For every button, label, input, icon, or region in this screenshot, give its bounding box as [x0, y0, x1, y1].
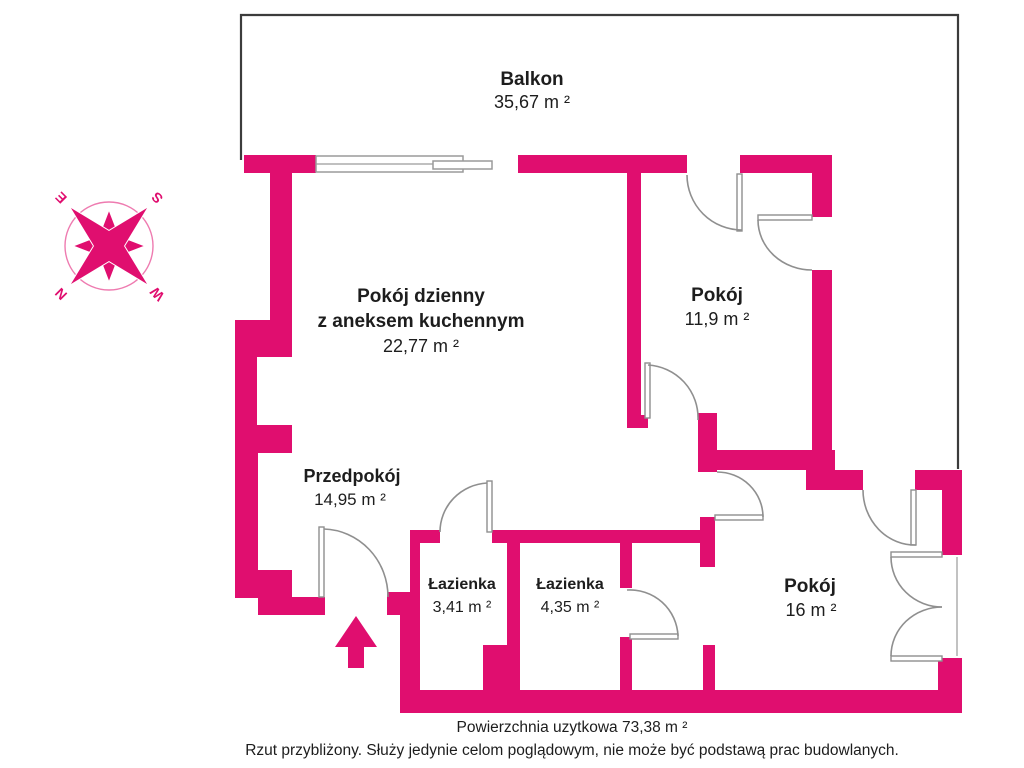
wall-segment	[483, 645, 507, 690]
wall-segment	[492, 530, 710, 543]
wall-segment	[942, 490, 962, 555]
wall-segment	[620, 637, 632, 690]
compass-letter-n: N	[52, 285, 70, 303]
bathroom1-area: 3,41 m ²	[433, 599, 492, 616]
door-leaf	[910, 489, 917, 546]
door-arc	[686, 174, 743, 231]
entrance-door-leaf	[318, 526, 325, 598]
wall-segment	[235, 425, 292, 453]
door-leaf	[486, 480, 493, 533]
living-room-area: 22,77 m ²	[383, 336, 459, 356]
wall-segment	[915, 470, 962, 490]
door-arc	[757, 219, 813, 271]
balcony-area: 35,67 m ²	[494, 92, 570, 112]
room1-label: Pokój	[691, 285, 743, 306]
door-arc	[890, 556, 943, 608]
compass-star-major	[68, 205, 150, 287]
wall-segment	[698, 413, 717, 472]
wall-segment	[400, 690, 962, 713]
living-room-label-line2: z aneksem kuchennym	[318, 311, 525, 332]
door-leaf	[757, 214, 813, 221]
entrance-arrow-icon	[335, 616, 377, 668]
wall-segment	[235, 320, 292, 357]
wall-segment	[518, 155, 687, 173]
bathroom1-label: Łazienka	[428, 576, 496, 593]
door-arc	[890, 606, 943, 657]
wall-segment	[620, 543, 632, 588]
room2-area: 16 m ²	[785, 600, 836, 620]
door-arc	[716, 471, 764, 518]
door-arc	[439, 482, 488, 533]
wall-segment	[627, 173, 641, 418]
balcony-sliding-panel	[432, 160, 493, 170]
windows-group	[315, 155, 958, 656]
wall-segment	[410, 530, 440, 543]
wall-segment	[244, 155, 316, 173]
doors-group	[318, 173, 943, 662]
compass-letter-e: E	[52, 189, 70, 207]
wall-segment	[507, 543, 520, 690]
wall-segment	[270, 173, 292, 320]
compass-rose-icon: N E S W	[52, 189, 168, 304]
door-arc	[862, 489, 917, 546]
wall-segment	[812, 173, 832, 217]
wall-segment	[410, 543, 420, 690]
door-leaf	[890, 551, 943, 558]
door-leaf	[629, 633, 679, 640]
room2-label: Pokój	[784, 576, 836, 597]
bathroom2-area: 4,35 m ²	[541, 599, 600, 616]
wall-segment	[717, 450, 808, 470]
door-leaf	[736, 173, 743, 232]
footer-group: Powierzchnia uzytkowa 73,38 m ² Rzut prz…	[245, 719, 899, 759]
wall-segment	[833, 470, 863, 490]
walls-group	[235, 155, 962, 713]
wall-segment	[627, 415, 648, 428]
door-arc	[626, 589, 679, 637]
wall-segment	[740, 155, 832, 173]
balcony-outline	[239, 13, 960, 469]
footer-disclaimer: Rzut przybliżony. Służy jedynie celom po…	[245, 742, 899, 759]
door-leaf	[714, 514, 764, 521]
wall-segment	[806, 450, 835, 490]
compass-letter-s: S	[148, 189, 166, 207]
footer-total-area: Powierzchnia uzytkowa 73,38 m ²	[457, 719, 688, 736]
balcony-label: Balkon	[500, 69, 563, 90]
wall-segment	[387, 592, 412, 615]
wall-segment	[235, 453, 258, 570]
wall-segment	[235, 570, 292, 598]
room1-area: 11,9 m ²	[685, 309, 750, 329]
living-room-label-line1: Pokój dzienny	[357, 286, 485, 307]
bathroom2-label: Łazienka	[536, 576, 604, 593]
door-leaf	[890, 655, 943, 662]
wall-segment	[812, 270, 832, 450]
wall-segment	[703, 645, 715, 690]
hall-area: 14,95 m ²	[314, 490, 386, 509]
hall-label: Przedpokój	[303, 466, 400, 486]
compass-letter-w: W	[146, 283, 167, 304]
room-labels-group: Balkon 35,67 m ² Pokój dzienny z aneksem…	[303, 69, 836, 620]
entrance-door-arc	[323, 528, 389, 598]
door-arc	[647, 364, 699, 421]
door-leaf	[644, 362, 651, 419]
wall-segment	[235, 357, 257, 425]
wall-segment	[938, 658, 962, 691]
wall-segment	[258, 597, 325, 615]
